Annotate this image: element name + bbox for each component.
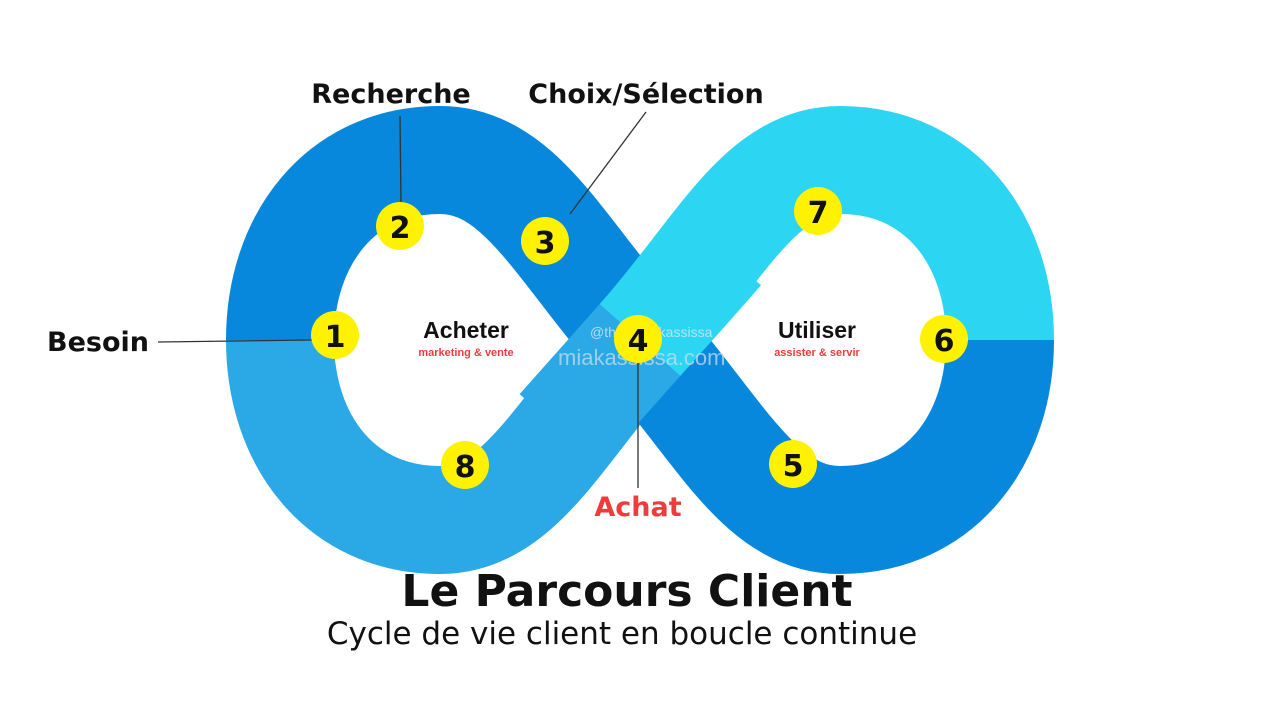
svg-text:7: 7: [808, 196, 829, 231]
callout-besoin: Besoin: [47, 327, 149, 358]
callout-choix: Choix/Sélection: [528, 79, 763, 110]
loop-segment-bottom-right: [599, 340, 1054, 575]
step-badges: 1 2 3 4 5 6 7 8: [311, 187, 968, 489]
connector-besoin: [157, 339, 313, 343]
step-badge-6: 6: [920, 315, 968, 363]
callout-recherche: Recherche: [311, 79, 471, 110]
step-badge-1: 1: [311, 311, 359, 359]
page-subtitle: Cycle de vie client en boucle continue: [327, 616, 917, 652]
svg-text:5: 5: [783, 449, 804, 484]
step-badge-7: 7: [794, 187, 842, 235]
connector-recherche: [399, 115, 402, 206]
step-badge-2: 2: [376, 202, 424, 250]
connector-lines: [157, 111, 647, 488]
callout-achat: Achat: [594, 492, 681, 523]
step-badge-5: 5: [769, 440, 817, 488]
step-badge-8: 8: [441, 441, 489, 489]
connector-choix: [569, 111, 647, 215]
svg-text:2: 2: [390, 211, 411, 246]
page-title: Le Parcours Client: [401, 566, 852, 617]
step-badge-4: 4: [614, 315, 662, 363]
svg-text:3: 3: [535, 226, 556, 261]
right-loop-label: Utiliser: [778, 317, 856, 343]
svg-text:4: 4: [628, 324, 649, 359]
svg-text:8: 8: [455, 450, 476, 485]
svg-text:1: 1: [325, 320, 346, 355]
right-loop-sublabel: assister & servir: [774, 347, 860, 359]
loop-segment-top-left: [226, 105, 681, 340]
svg-text:6: 6: [934, 324, 955, 359]
left-loop-label: Acheter: [423, 317, 509, 343]
left-loop-sublabel: marketing & vente: [418, 347, 513, 359]
step-badge-3: 3: [521, 217, 569, 265]
